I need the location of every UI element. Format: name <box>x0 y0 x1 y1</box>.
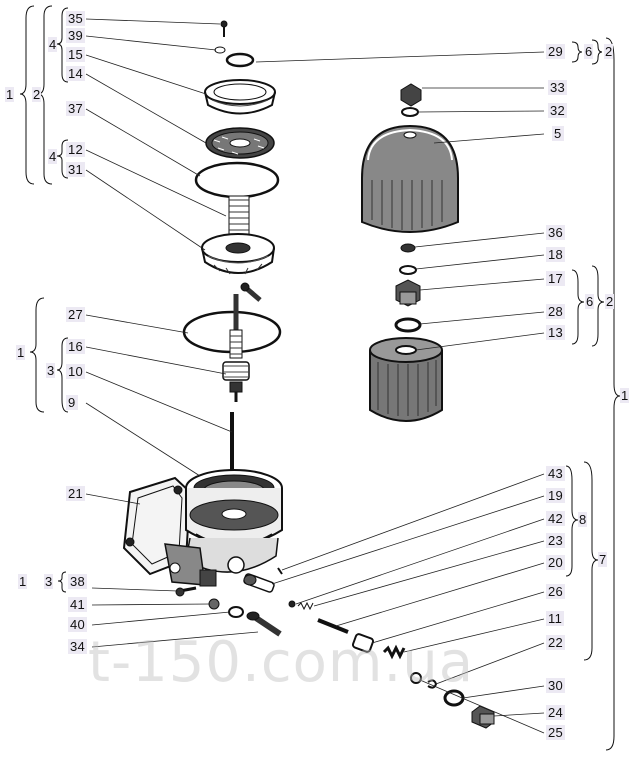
assembly-level-mid-1: 1 <box>16 345 26 360</box>
callout-37: 37 <box>66 101 86 116</box>
callout-17: 17 <box>546 271 566 286</box>
part-19-bolt <box>243 573 275 593</box>
callout-42: 42 <box>546 511 566 526</box>
part-22-seal <box>410 672 422 684</box>
part-11-spring <box>382 644 406 660</box>
part-21-body <box>122 469 283 587</box>
assembly-level-bot-1: 1 <box>18 574 28 589</box>
part-16-valve <box>222 294 250 402</box>
callout-41: 41 <box>68 597 88 612</box>
assembly-level-r-1: 1 <box>620 388 630 403</box>
part-32-washer <box>401 107 419 117</box>
part-28-gasket <box>394 317 422 333</box>
assembly-level-mid-3: 3 <box>46 363 56 378</box>
callout-39: 39 <box>66 28 86 43</box>
assembly-level-r-7: 7 <box>598 552 608 567</box>
callout-5: 5 <box>552 126 564 141</box>
callout-27: 27 <box>66 307 86 322</box>
callout-38: 38 <box>68 574 88 589</box>
callout-35: 35 <box>66 11 86 26</box>
callout-34: 34 <box>68 639 88 654</box>
part-24-plug <box>471 705 495 729</box>
callout-21: 21 <box>66 486 86 501</box>
callout-19: 19 <box>546 488 566 503</box>
part-20-plunger <box>317 618 349 634</box>
callout-15: 15 <box>66 47 86 62</box>
callout-24: 24 <box>546 705 566 720</box>
assembly-level-top-4a: 4 <box>48 37 58 52</box>
part-34-bolt <box>246 611 282 637</box>
callout-36: 36 <box>546 225 566 240</box>
part-37-o-ring <box>194 161 280 199</box>
part-41-washer <box>208 598 220 610</box>
callout-33: 33 <box>548 80 568 95</box>
assembly-level-top-1: 1 <box>5 87 15 102</box>
part-40-washer <box>228 606 244 618</box>
callout-29: 29 <box>546 44 566 59</box>
part-43-pin <box>277 567 283 575</box>
assembly-level-r-6b: 6 <box>585 294 595 309</box>
part-14-filter-plate <box>205 127 275 159</box>
callout-40: 40 <box>68 617 88 632</box>
callout-32: 32 <box>548 103 568 118</box>
part-42-ball <box>288 600 296 608</box>
callout-31: 31 <box>66 162 86 177</box>
part-18-washer <box>399 265 417 275</box>
assembly-level-r-2b: 2 <box>605 294 615 309</box>
callout-18: 18 <box>546 247 566 262</box>
callout-22: 22 <box>546 635 566 650</box>
assembly-level-bot-3: 3 <box>44 574 54 589</box>
callout-11: 11 <box>546 611 565 626</box>
part-17-fitting <box>395 279 421 307</box>
assembly-level-top-4b: 4 <box>48 149 58 164</box>
part-38-bolt <box>175 586 197 597</box>
part-26-cap <box>351 633 375 653</box>
assembly-level-r-2a: 2 <box>604 44 614 59</box>
part-13-filter-element <box>369 337 443 422</box>
watermark-text: t-150.com.ua <box>88 630 475 695</box>
callout-43: 43 <box>546 466 566 481</box>
part-31-bolt <box>240 282 262 302</box>
callout-23: 23 <box>546 533 566 548</box>
callout-16: 16 <box>66 339 86 354</box>
callout-10: 10 <box>66 364 86 379</box>
part-36-nut <box>400 243 416 253</box>
callout-26: 26 <box>546 584 566 599</box>
callout-14: 14 <box>66 66 86 81</box>
part-12-housing <box>201 195 275 275</box>
part-5-dome-cap <box>361 124 459 233</box>
assembly-level-r-6a: 6 <box>584 44 594 59</box>
part-29-ring <box>225 52 255 68</box>
part-23-spring <box>297 601 314 611</box>
callout-25: 25 <box>546 725 566 740</box>
part-39-washer <box>214 46 226 54</box>
part-33-nut <box>400 83 422 107</box>
part-35-screw <box>220 20 228 37</box>
callout-28: 28 <box>546 304 566 319</box>
callout-20: 20 <box>546 555 566 570</box>
callout-30: 30 <box>546 678 566 693</box>
callout-13: 13 <box>546 325 566 340</box>
leader-lines <box>85 18 545 734</box>
callout-12: 12 <box>66 142 86 157</box>
part-15-cover <box>204 79 276 115</box>
assembly-level-r-8: 8 <box>578 512 588 527</box>
callout-9: 9 <box>66 395 78 410</box>
assembly-level-top-2: 2 <box>32 87 42 102</box>
